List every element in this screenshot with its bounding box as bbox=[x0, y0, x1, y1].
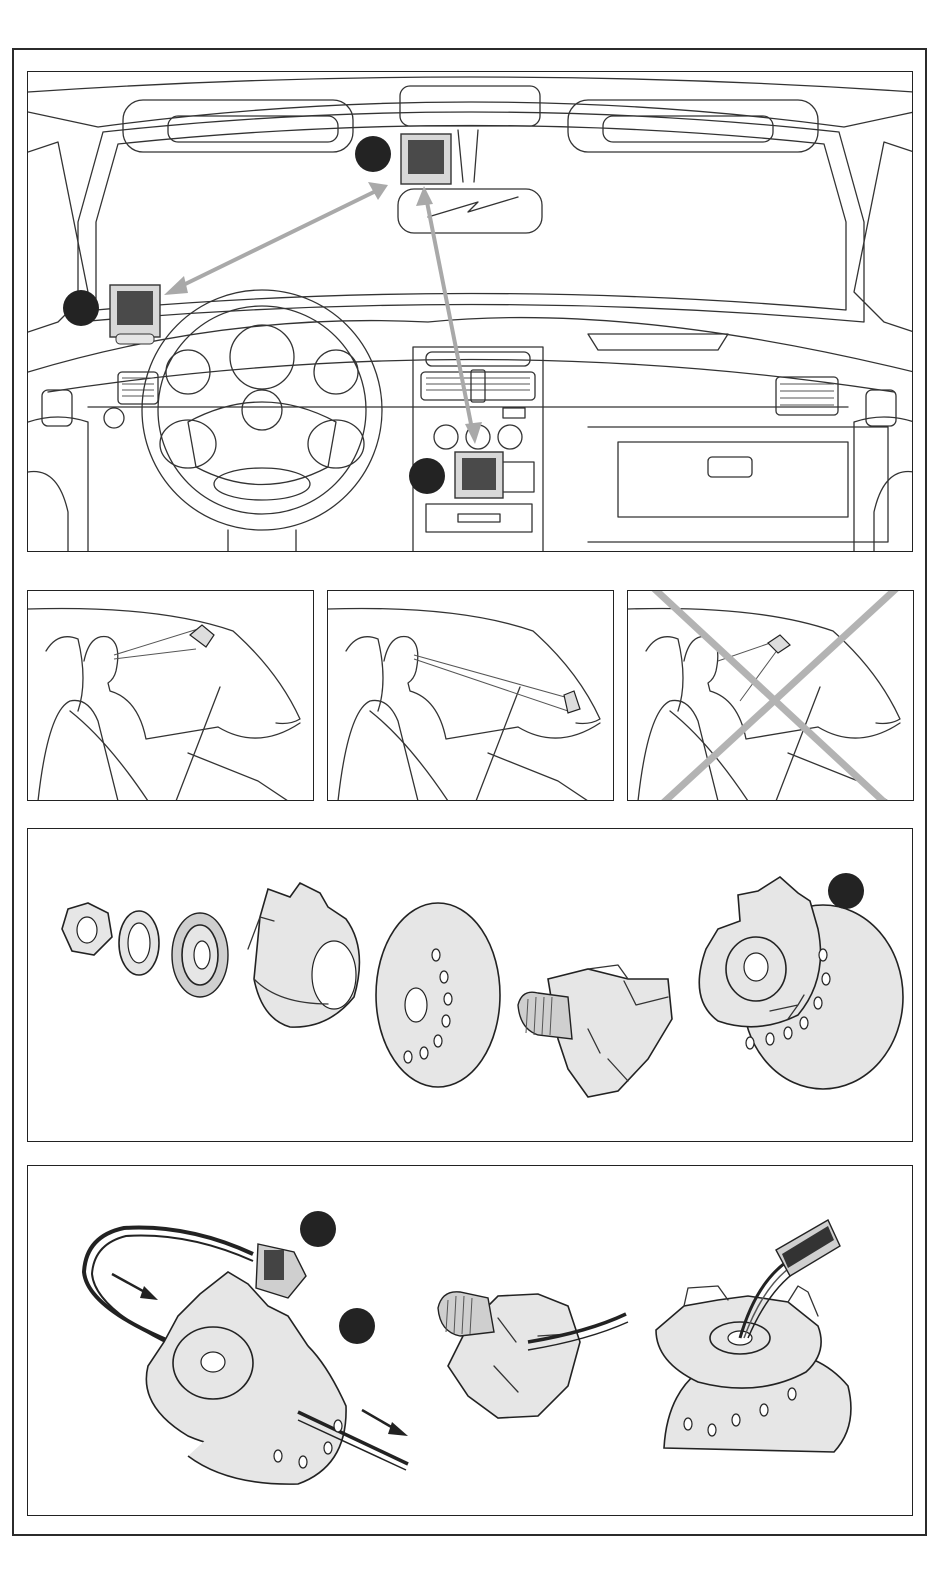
wrong-cross-icon bbox=[646, 591, 900, 801]
driver-view-low-mount bbox=[327, 590, 614, 801]
rubber-washer-icon bbox=[172, 913, 228, 997]
threaded-clamp-icon bbox=[518, 965, 672, 1097]
driver-view-top-mount bbox=[27, 590, 314, 801]
cable-bullet-1 bbox=[300, 1211, 336, 1247]
driver-view-wrong-mount bbox=[627, 590, 914, 801]
exit-arrow-icon bbox=[362, 1410, 408, 1436]
insert-arrow-icon bbox=[112, 1274, 158, 1300]
mount-console-screen bbox=[462, 458, 496, 490]
parts-illustration bbox=[28, 829, 913, 1142]
assembled-cable-step bbox=[656, 1220, 851, 1452]
mount-left-screen bbox=[117, 291, 153, 325]
dashboard-panel bbox=[27, 71, 913, 552]
hex-nut-icon bbox=[62, 903, 112, 955]
cable-illustration bbox=[28, 1166, 913, 1516]
cable-insert-step bbox=[84, 1228, 408, 1485]
driver-view-low-illustration bbox=[328, 591, 614, 801]
mount-left-bullet bbox=[63, 290, 99, 326]
clamp-with-cable-step bbox=[438, 1292, 628, 1418]
position-arrows bbox=[164, 182, 482, 444]
parts-bullet bbox=[828, 873, 864, 909]
mount-exploded-parts bbox=[27, 828, 913, 1142]
dashboard-illustration bbox=[28, 72, 913, 552]
driver-view-top-illustration bbox=[28, 591, 314, 801]
cup-mount-icon bbox=[248, 883, 359, 1027]
mount-top-screen bbox=[408, 140, 444, 174]
washer-icon bbox=[119, 911, 159, 975]
driver-view-wrong-illustration bbox=[628, 591, 914, 801]
assembled-mount-icon bbox=[699, 877, 903, 1089]
mount-top-bullet bbox=[355, 136, 391, 172]
mount-console-bullet bbox=[409, 458, 445, 494]
dome-base-icon bbox=[376, 903, 500, 1087]
cable-bullet-2 bbox=[339, 1308, 375, 1344]
cable-routing-steps bbox=[27, 1165, 913, 1516]
